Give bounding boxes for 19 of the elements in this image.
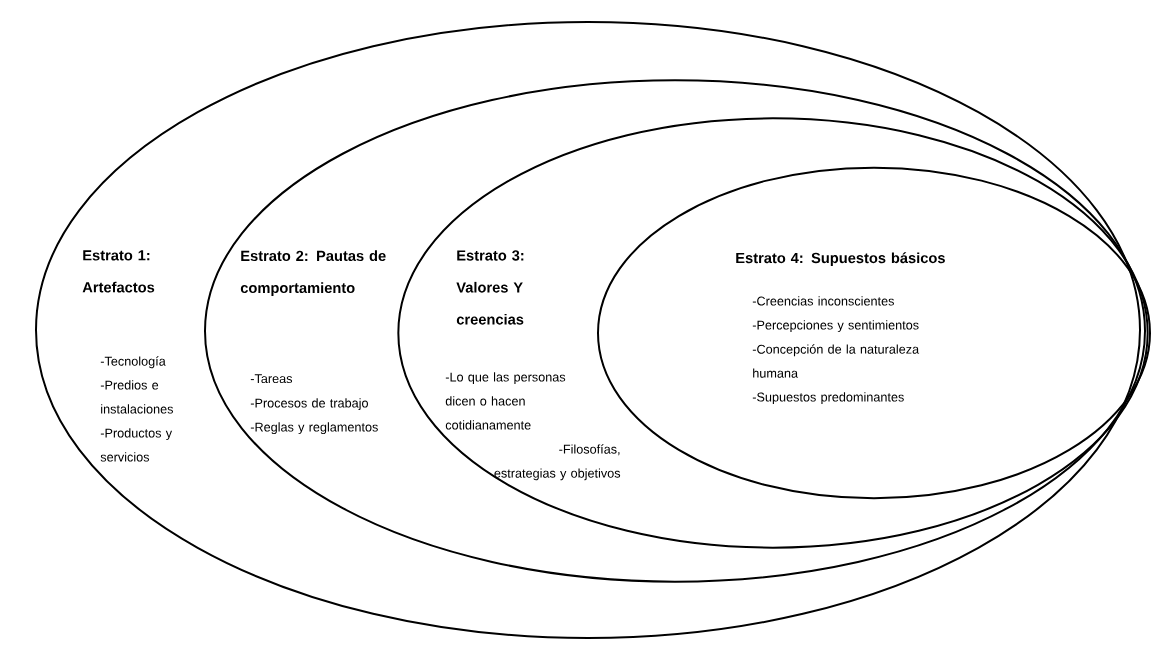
stratum-heading: Estrato 1: Artefactos [82, 250, 155, 293]
list-item: -Procesos de trabajo [250, 398, 368, 411]
list-item: -Lo que las personas dicen o hacen cotidianamente [445, 372, 566, 430]
list-item: -Supuestos predominantes [752, 392, 904, 405]
list-item: -Tecnología [100, 356, 166, 369]
stratum-ellipse [35, 21, 1141, 639]
stratum-heading: Estrato 3: Valores Y creencias [456, 250, 524, 325]
list-item: -Percepciones y sentimientos [752, 320, 919, 333]
list-item: -Predios e instalaciones [100, 380, 174, 414]
list-item: -Productos y servicios [100, 428, 173, 462]
list-item: -Creencias inconscientes [752, 296, 894, 306]
stratum-ellipse [204, 79, 1146, 583]
stratum-ellipse [397, 117, 1149, 549]
list-item: -Tareas [250, 374, 293, 384]
stratum-heading: Estrato 2: Pautas de comportamiento [240, 250, 386, 296]
list-item: -Reglas y reglamentos [250, 422, 378, 435]
list-item: -Concepción de la naturaleza humana [752, 344, 920, 378]
list-item: -Filosofías, estrategias y objetivos [494, 444, 621, 481]
stratum-heading: Estrato 4: Supuestos básicos [736, 252, 945, 267]
